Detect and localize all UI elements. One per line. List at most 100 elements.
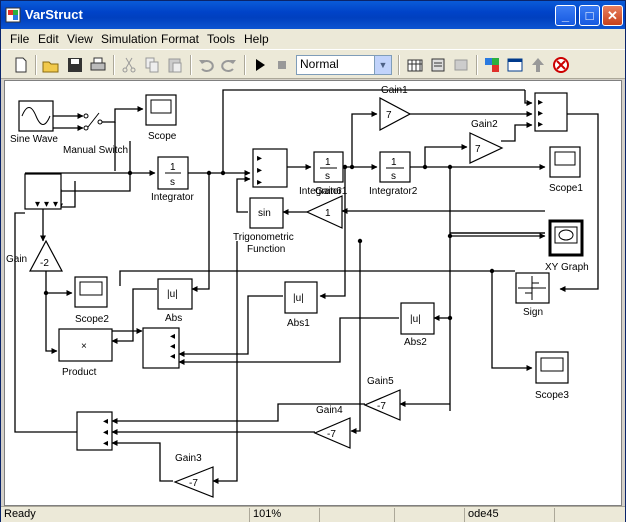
- mux-top-right-block[interactable]: ▸▸▸: [534, 92, 568, 132]
- settings-icon[interactable]: [551, 55, 571, 75]
- menu-tools[interactable]: Tools: [207, 32, 236, 46]
- minimize-icon: _: [561, 8, 570, 23]
- block-label: Abs1: [287, 318, 310, 329]
- gain6-block[interactable]: 1 Gain6: [305, 186, 343, 229]
- cut-icon[interactable]: [119, 55, 139, 75]
- build-icon[interactable]: [405, 55, 425, 75]
- integrator1-block[interactable]: 1 s Integrator1: [299, 151, 348, 197]
- signal-line: [111, 403, 365, 424]
- abs2-block[interactable]: |u| Abs2: [400, 302, 435, 348]
- gain1-block[interactable]: 7 Gain1: [379, 85, 412, 131]
- copy-icon[interactable]: [142, 55, 162, 75]
- paste-icon[interactable]: [165, 55, 185, 75]
- menu-format[interactable]: Format: [161, 32, 200, 46]
- svg-text:▾: ▾: [35, 199, 40, 210]
- maximize-button[interactable]: □: [579, 5, 600, 26]
- block-label: Gain1: [381, 85, 408, 96]
- scope1-block[interactable]: Scope1: [549, 146, 583, 194]
- mux-block[interactable]: ▸▸▸: [252, 148, 288, 188]
- product-block[interactable]: × Product: [58, 328, 113, 378]
- xy-graph-block[interactable]: XY Graph: [545, 219, 589, 273]
- manual-switch-block[interactable]: Manual Switch: [63, 112, 128, 156]
- close-button[interactable]: ✕: [602, 5, 623, 26]
- svg-text:1: 1: [391, 157, 397, 168]
- toolbar-separator: [476, 55, 478, 75]
- integrator-block[interactable]: 1 s Integrator: [151, 156, 194, 203]
- gain-block[interactable]: -2 Gain: [6, 239, 63, 272]
- block-label: Scope1: [549, 183, 583, 194]
- integrator-numerator: 1: [170, 162, 176, 173]
- block-label: Scope2: [75, 314, 109, 325]
- signal-line: [111, 288, 157, 344]
- junction-dot: [127, 170, 133, 176]
- model-browser-icon[interactable]: [482, 55, 502, 75]
- model-canvas[interactable]: Sine Wave Manual Switch Scope 1: [4, 80, 622, 506]
- sine-wave-block[interactable]: Sine Wave: [10, 100, 58, 145]
- block-label: Function: [247, 244, 285, 255]
- menu-simulation[interactable]: Simulation: [101, 32, 158, 46]
- toolbar-separator: [398, 55, 400, 75]
- abs1-value: |u|: [293, 293, 304, 304]
- block-label: Scope3: [535, 390, 569, 401]
- gain3-block[interactable]: -7 Gain3: [173, 453, 214, 498]
- redo-icon[interactable]: [219, 55, 239, 75]
- block-label: Integrator1: [299, 186, 348, 197]
- mux-bottom-block[interactable]: ◂◂◂: [76, 411, 113, 451]
- scope-block[interactable]: Scope: [145, 94, 177, 142]
- signal-line: [491, 271, 533, 371]
- status-zoom: 101%: [249, 508, 319, 522]
- play-icon[interactable]: [250, 55, 270, 75]
- open-icon[interactable]: [41, 55, 61, 75]
- sign-block[interactable]: Sign: [515, 272, 550, 318]
- minimize-button[interactable]: _: [555, 5, 576, 26]
- gain4-block[interactable]: -7 Gain4: [313, 405, 351, 449]
- debug-icon[interactable]: [451, 55, 471, 75]
- library-icon[interactable]: [428, 55, 448, 75]
- signal-line: [222, 89, 525, 173]
- title-bar: VarStruct _ □ ✕: [1, 1, 625, 29]
- abs-block[interactable]: |u| Abs: [157, 278, 193, 324]
- abs1-block[interactable]: |u| Abs1: [284, 281, 318, 329]
- menu-view[interactable]: View: [67, 32, 93, 46]
- new-icon[interactable]: [11, 55, 31, 75]
- simulation-mode-select[interactable]: Normal ▼: [296, 55, 392, 75]
- up-arrow-icon[interactable]: [528, 55, 548, 75]
- integrator-denominator: s: [170, 177, 175, 188]
- menu-help[interactable]: Help: [244, 32, 269, 46]
- menu-edit[interactable]: Edit: [38, 32, 59, 46]
- product-value: ×: [81, 341, 87, 352]
- junction-dot: [447, 164, 453, 170]
- svg-text:◂: ◂: [103, 416, 108, 427]
- scope3-block[interactable]: Scope3: [535, 351, 569, 401]
- scope2-block[interactable]: Scope2: [74, 276, 109, 325]
- block-label: XY Graph: [545, 262, 589, 273]
- print-icon[interactable]: [88, 55, 108, 75]
- trigonometric-function-block[interactable]: sin Trigonometric Function: [233, 197, 294, 255]
- status-bar: Ready 101% ode45: [1, 506, 625, 522]
- integrator2-block[interactable]: 1 s Integrator2: [369, 151, 418, 197]
- gain5-block[interactable]: -7 Gain5: [363, 376, 401, 421]
- undo-icon[interactable]: [196, 55, 216, 75]
- menu-file[interactable]: File: [10, 32, 30, 46]
- toolbar-separator: [35, 55, 37, 75]
- svg-text:s: s: [391, 171, 396, 182]
- junction-dot: [447, 233, 453, 239]
- block-label: Gain4: [316, 405, 343, 416]
- mux-left-block[interactable]: ▾▾▾: [24, 173, 62, 210]
- svg-text:◂: ◂: [103, 427, 108, 438]
- parent-icon[interactable]: [505, 55, 525, 75]
- signal-line: [410, 144, 468, 168]
- status-pane: [319, 508, 394, 522]
- gain2-block[interactable]: 7 Gain2: [469, 119, 504, 164]
- toolbar: Normal ▼: [1, 49, 625, 79]
- save-icon[interactable]: [65, 55, 85, 75]
- stop-icon[interactable]: [272, 55, 292, 75]
- block-label: Abs: [165, 313, 182, 324]
- mux-middle-block[interactable]: ◂◂◂: [142, 327, 180, 369]
- svg-text:▾: ▾: [53, 199, 58, 210]
- signal-line: [14, 212, 77, 433]
- chevron-down-icon[interactable]: ▼: [374, 56, 391, 74]
- block-label: Integrator2: [369, 186, 418, 197]
- block-label: Gain: [6, 254, 27, 265]
